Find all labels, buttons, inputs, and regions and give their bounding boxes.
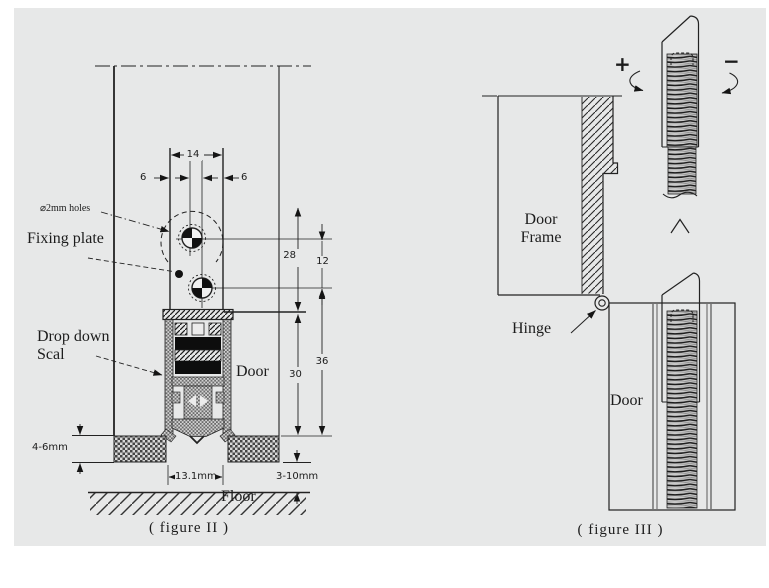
- dim-3-10mm: 3-10mm: [276, 471, 319, 483]
- fixing-plate-label: Fixing plate: [27, 230, 104, 247]
- figure2-caption: ( figure II ): [148, 520, 230, 536]
- door-frame-label-line1: Door: [524, 211, 558, 228]
- fixing-plate-dot: [175, 270, 183, 278]
- drop-down-seal-label: Drop down Scal: [37, 328, 109, 363]
- holes-label: ⌀2mm holes: [40, 203, 91, 214]
- floor-label: Floor: [221, 488, 256, 505]
- door-frame-outline: [497, 95, 619, 296]
- hinge-symbol: [594, 295, 610, 311]
- hole-symbol-lower: [188, 274, 216, 302]
- drop-down-seal-label-line2: Scal: [37, 345, 65, 363]
- dim-4-6-lines: [72, 424, 114, 474]
- adjust-minus-label: −: [723, 49, 740, 73]
- up-arrow-icon: [670, 218, 690, 234]
- dim-12: 12: [315, 256, 330, 268]
- floor-block-left: [113, 435, 167, 463]
- hole-symbol-upper: [178, 224, 206, 252]
- door-frame-label-line2: Frame: [520, 228, 562, 246]
- seal-leader-line: [95, 355, 163, 376]
- dim-28: 28: [281, 250, 296, 262]
- door-frame-label: Door Frame: [503, 211, 579, 246]
- rotate-plus-arrow: [629, 70, 644, 92]
- figure2-drawing: [72, 65, 332, 515]
- fixing-plate-leader-line: [87, 257, 174, 272]
- floor-hatch: [90, 493, 306, 515]
- seal-housing-lower: [661, 272, 701, 509]
- dim-30: 30: [288, 369, 303, 381]
- holes-leader-line: [100, 211, 170, 233]
- rotate-minus-arrow: [721, 72, 739, 95]
- dim-6-left: 6: [140, 172, 147, 183]
- hinge-leader-line: [570, 310, 596, 334]
- fig2-door-label: Door: [236, 363, 269, 380]
- dim-14: 14: [184, 149, 202, 161]
- adjust-plus-label: +: [614, 52, 631, 76]
- dim-6-right: 6: [241, 172, 248, 183]
- drop-down-seal-label-line1: Drop down: [37, 328, 110, 345]
- figure3-caption: ( figure III ): [577, 522, 664, 538]
- hinge-label: Hinge: [512, 320, 552, 337]
- fig3-door-outline: [608, 302, 736, 511]
- floor-block-right: [227, 435, 280, 463]
- dim-36: 36: [314, 356, 330, 368]
- dim-13-1mm: 13.1mm: [175, 471, 217, 483]
- dim-4-6mm: 4-6mm: [32, 442, 68, 453]
- seal-housing-upper: [661, 15, 700, 199]
- fixing-plate-outline: [160, 210, 224, 263]
- figure3-drawing: [482, 15, 739, 511]
- fig3-door-label: Door: [610, 392, 643, 409]
- seal-cross-section: [160, 308, 236, 445]
